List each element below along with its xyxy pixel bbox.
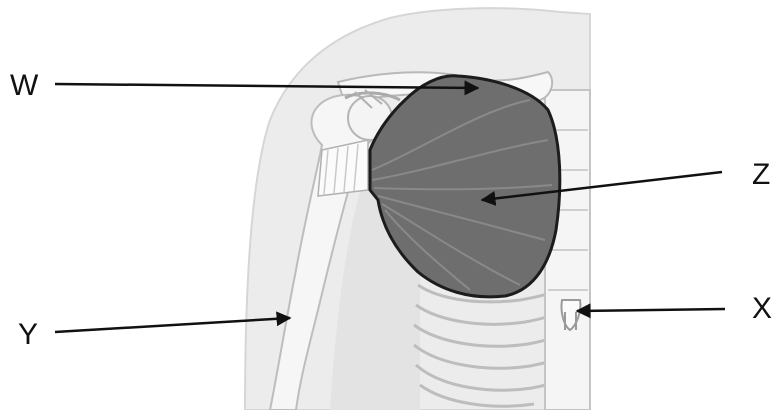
label-w: W bbox=[10, 69, 39, 102]
label-y: Y bbox=[18, 318, 38, 351]
arrow-x bbox=[577, 309, 725, 311]
label-x: X bbox=[752, 292, 772, 325]
label-z: Z bbox=[752, 158, 770, 191]
